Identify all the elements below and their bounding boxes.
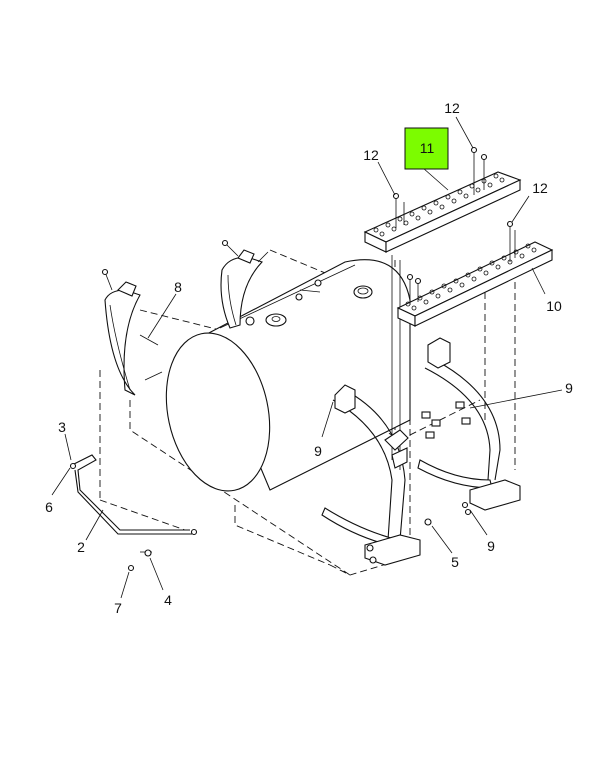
strap-rear-left <box>101 268 163 396</box>
callout-11-label: 11 <box>420 140 435 156</box>
callout-labels: 12 12 12 10 8 9 9 9 3 6 2 7 4 5 <box>45 100 573 616</box>
callout-8[interactable]: 8 <box>174 279 182 295</box>
callout-3[interactable]: 3 <box>58 419 66 435</box>
callout-12-right[interactable]: 12 <box>532 180 548 196</box>
callout-2[interactable]: 2 <box>77 539 85 555</box>
leader-lines <box>51 116 563 599</box>
fuel-line <box>69 454 198 572</box>
callout-9-lower[interactable]: 9 <box>487 538 495 554</box>
step-lower <box>396 220 554 327</box>
strap-front-center <box>321 255 432 566</box>
fuel-tank <box>165 259 411 492</box>
strap-right <box>417 337 521 516</box>
highlight-box <box>404 127 449 170</box>
callout-5[interactable]: 5 <box>451 554 459 570</box>
callout-11-highlight[interactable]: 11 <box>404 127 449 170</box>
callout-10[interactable]: 10 <box>546 298 562 314</box>
callout-6[interactable]: 6 <box>45 499 53 515</box>
strap-upper <box>220 239 269 329</box>
callout-7[interactable]: 7 <box>114 600 122 616</box>
callout-9-right[interactable]: 9 <box>565 380 573 396</box>
step-upper <box>363 146 522 253</box>
callout-12-upper-left[interactable]: 12 <box>363 147 379 163</box>
callout-12-top[interactable]: 12 <box>444 100 460 116</box>
callout-9-center[interactable]: 9 <box>314 443 322 459</box>
callout-4[interactable]: 4 <box>164 592 172 608</box>
